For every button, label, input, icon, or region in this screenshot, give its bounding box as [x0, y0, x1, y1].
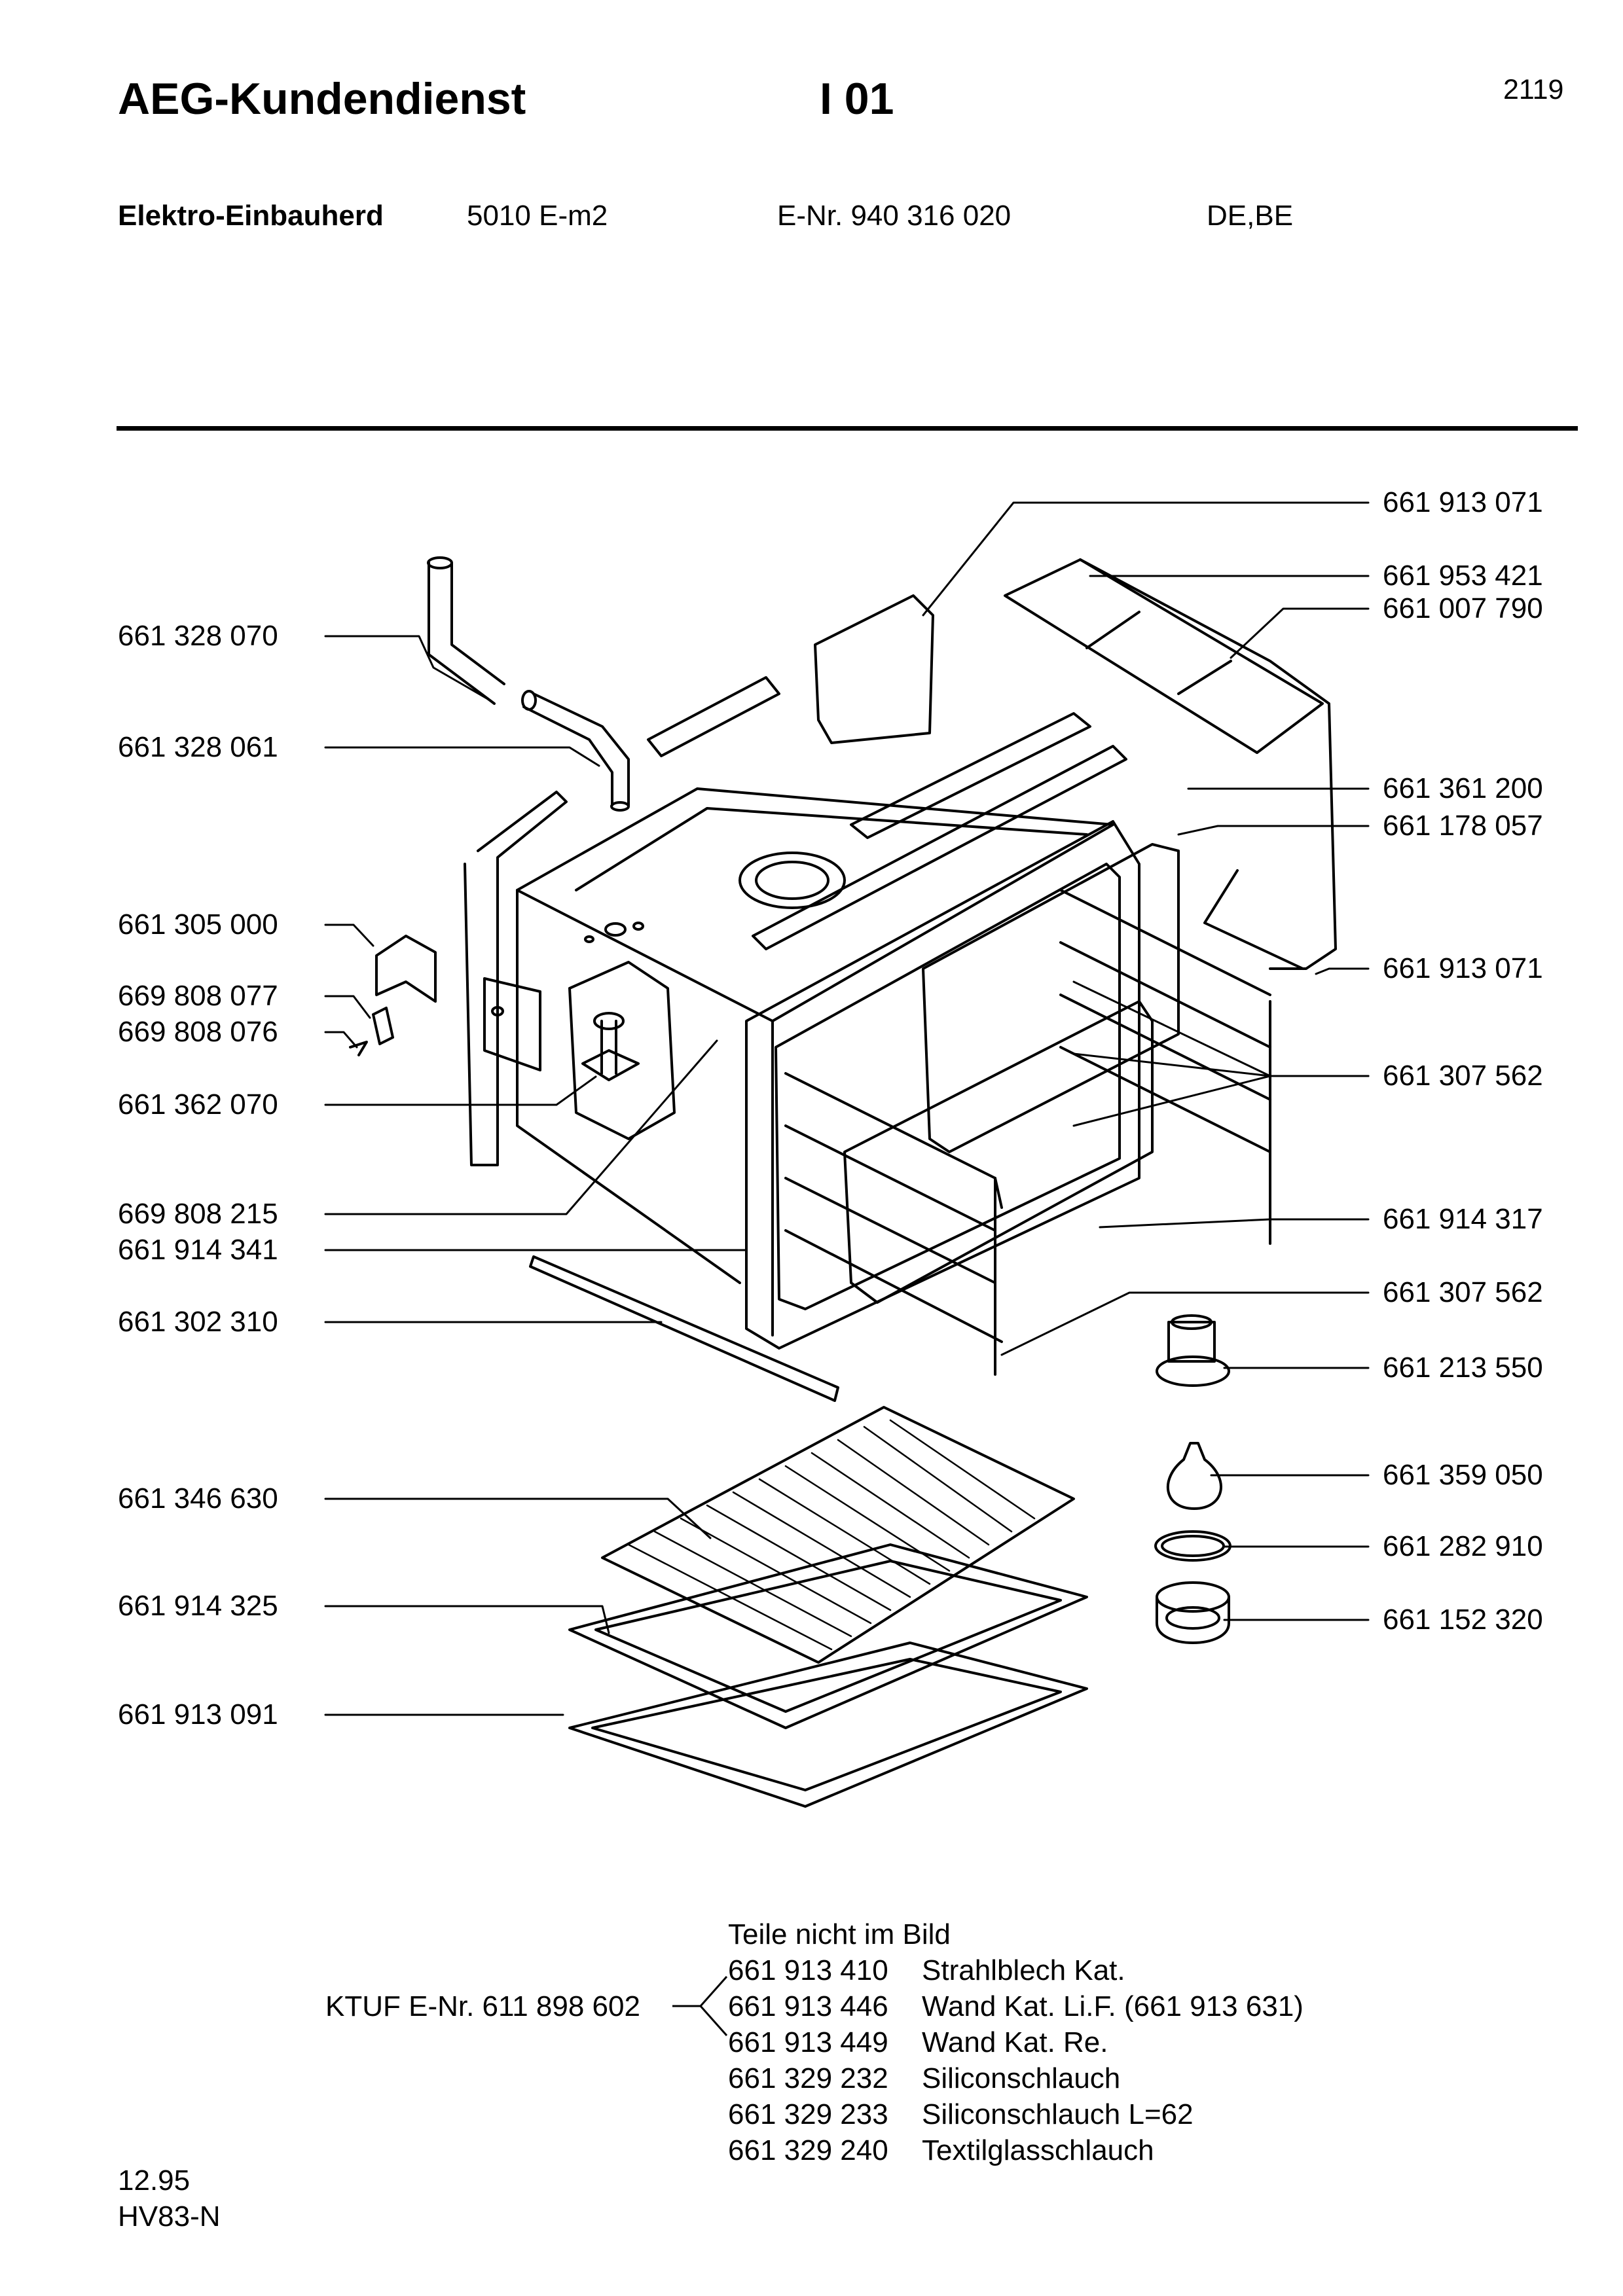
ktuf-bracket	[672, 1976, 728, 2036]
page-number: 2119	[1503, 74, 1564, 105]
part-label-left-5: 669 808 076	[118, 1016, 278, 1048]
part-label-right-12: 661 282 910	[1383, 1530, 1543, 1562]
part-label-right-10: 661 213 550	[1383, 1352, 1543, 1384]
brand-title: AEG-Kundendienst	[118, 74, 526, 124]
extra-part-number-4: 661 329 232	[728, 2062, 888, 2094]
left-side-pieces	[349, 791, 568, 1166]
extra-part-desc-4: Siliconschlauch	[922, 2062, 1121, 2094]
lamp-parts	[1154, 1314, 1231, 1644]
extra-part-desc-2: Wand Kat. Li.F. (661 913 631)	[922, 1990, 1304, 2022]
part-label-left-4: 669 808 077	[118, 980, 278, 1012]
grill-tray	[601, 1406, 1075, 1664]
section-title: I 01	[820, 74, 894, 124]
part-label-left-6: 661 362 070	[118, 1088, 278, 1121]
footer-code: HV83-N	[118, 2200, 221, 2233]
part-label-left-7: 669 808 215	[118, 1198, 278, 1230]
ktuf-reference: KTUF E-Nr. 611 898 602	[325, 1990, 640, 2022]
top-tubes	[427, 556, 630, 812]
oven-cavity	[516, 787, 1180, 1350]
part-label-right-9: 661 307 562	[1383, 1276, 1543, 1308]
part-label-left-11: 661 914 325	[118, 1590, 278, 1622]
extra-part-number-6: 661 329 240	[728, 2134, 888, 2166]
part-label-right-7: 661 307 562	[1383, 1060, 1543, 1092]
part-label-right-6: 661 913 071	[1383, 952, 1543, 984]
product-name: Elektro-Einbauherd	[118, 200, 384, 232]
extra-part-desc-3: Wand Kat. Re.	[922, 2026, 1108, 2058]
part-label-right-8: 661 914 317	[1383, 1203, 1543, 1235]
part-label-right-11: 661 359 050	[1383, 1459, 1543, 1491]
part-label-right-1: 661 913 071	[1383, 486, 1543, 518]
part-label-left-3: 661 305 000	[118, 908, 278, 941]
part-label-right-13: 661 152 320	[1383, 1604, 1543, 1636]
model-name: 5010 E-m2	[467, 200, 608, 232]
part-label-right-5: 661 178 057	[1383, 810, 1543, 842]
part-label-left-1: 661 328 070	[118, 620, 278, 652]
part-label-left-10: 661 346 630	[118, 1482, 278, 1515]
extra-part-desc-1: Strahlblech Kat.	[922, 1954, 1125, 1986]
header-rule	[117, 426, 1578, 431]
extra-part-number-3: 661 913 449	[728, 2026, 888, 2058]
part-label-right-2: 661 953 421	[1383, 560, 1543, 592]
extra-part-number-2: 661 913 446	[728, 1990, 888, 2022]
part-label-left-2: 661 328 061	[118, 731, 278, 763]
extra-part-desc-5: Siliconschlauch L=62	[922, 2098, 1194, 2130]
part-label-left-12: 661 913 091	[118, 1698, 278, 1731]
extra-part-desc-6: Textilglasschlauch	[922, 2134, 1154, 2166]
parts-not-shown-heading: Teile nicht im Bild	[728, 1918, 951, 1950]
part-label-right-4: 661 361 200	[1383, 772, 1543, 804]
top-shields	[647, 558, 1337, 970]
bottom-strip	[529, 1255, 839, 1402]
bottom-frames	[568, 1543, 1088, 1808]
e-number: E-Nr. 940 316 020	[777, 200, 1012, 232]
extra-part-number-5: 661 329 233	[728, 2098, 888, 2130]
part-label-right-3: 661 007 790	[1383, 592, 1543, 624]
country-codes: DE,BE	[1207, 200, 1294, 232]
footer-date: 12.95	[118, 2164, 191, 2197]
part-label-left-9: 661 302 310	[118, 1306, 278, 1338]
extra-part-number-1: 661 913 410	[728, 1954, 888, 1986]
shelf-rails	[784, 889, 1271, 1376]
part-label-left-8: 661 914 341	[118, 1234, 278, 1266]
